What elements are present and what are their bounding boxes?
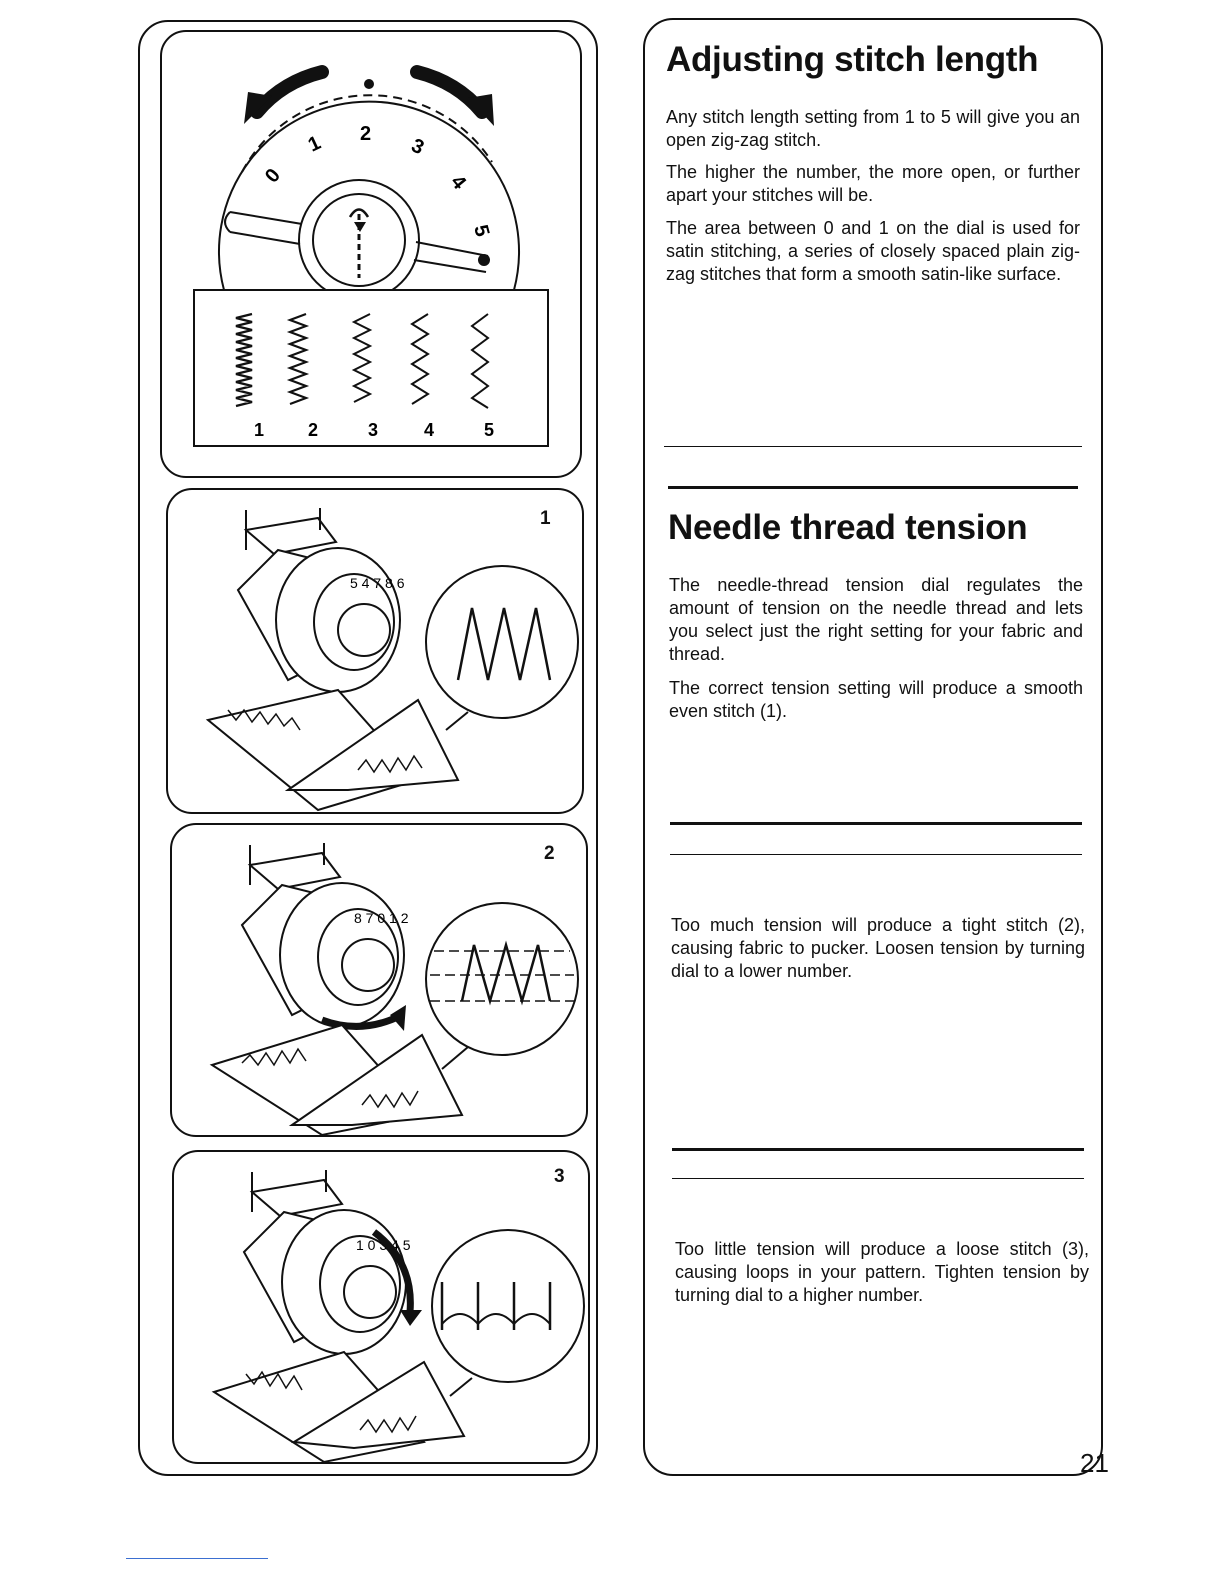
dial-scale-label: 2 <box>360 123 371 145</box>
divider <box>664 446 1082 447</box>
tight-tension-illustration: 8 7 0 1 2 <box>172 825 590 1139</box>
dial-scale-label: 4 <box>446 171 471 194</box>
figure-number: 1 <box>540 508 551 530</box>
stitch-sample-label: 2 <box>308 420 318 440</box>
stitch-length-dial-panel: 0 1 2 3 4 5 1 2 3 4 5 <box>160 30 582 478</box>
loose-tension-paragraph: Too little tension will produce a loose … <box>675 1238 1089 1307</box>
dial-digits: 5 4 7 8 6 <box>350 575 405 591</box>
page-number: 21 <box>1080 1448 1109 1479</box>
stitch-sample-label: 4 <box>424 420 434 440</box>
divider <box>672 1178 1084 1179</box>
stitch-sample-label: 3 <box>368 420 378 440</box>
paragraph: The higher the number, the more open, or… <box>666 161 1080 207</box>
tension-figure-2-panel: 8 7 0 1 2 2 <box>170 823 588 1137</box>
stitch-length-dial-illustration: 0 1 2 3 4 5 1 2 3 4 5 <box>162 32 584 480</box>
divider <box>670 854 1082 855</box>
section-heading-needle-tension: Needle thread tension <box>668 508 1088 548</box>
dial-digits: 8 7 0 1 2 <box>354 910 409 926</box>
dial-scale-label: 5 <box>469 223 493 239</box>
dial-scale-label: 1 <box>305 132 324 157</box>
section-heading-stitch-length: Adjusting stitch length <box>666 40 1086 80</box>
dial-scale-label: 0 <box>261 165 285 188</box>
stitch-sample-label: 1 <box>254 420 264 440</box>
stitch-sample-label: 5 <box>484 420 494 440</box>
dial-scale-label: 3 <box>408 135 427 160</box>
divider <box>670 822 1082 825</box>
paragraph: Any stitch length setting from 1 to 5 wi… <box>666 106 1080 152</box>
divider <box>672 1148 1084 1151</box>
figure-number: 3 <box>554 1166 565 1188</box>
footer-rule <box>126 1558 268 1559</box>
figure-number: 2 <box>544 843 555 865</box>
paragraph: The area between 0 and 1 on the dial is … <box>666 217 1080 286</box>
correct-tension-illustration: 5 4 7 8 6 <box>168 490 586 816</box>
paragraph: The correct tension setting will produce… <box>669 677 1083 723</box>
paragraph: The needle-thread tension dial regulates… <box>669 574 1083 666</box>
tight-tension-paragraph: Too much tension will produce a tight st… <box>671 914 1085 983</box>
loose-tension-illustration: 1 0 3 4 5 <box>174 1152 592 1466</box>
divider <box>668 486 1078 489</box>
tension-figure-1-panel: 5 4 7 8 6 1 <box>166 488 584 814</box>
tension-figure-3-panel: 1 0 3 4 5 3 <box>172 1150 590 1464</box>
